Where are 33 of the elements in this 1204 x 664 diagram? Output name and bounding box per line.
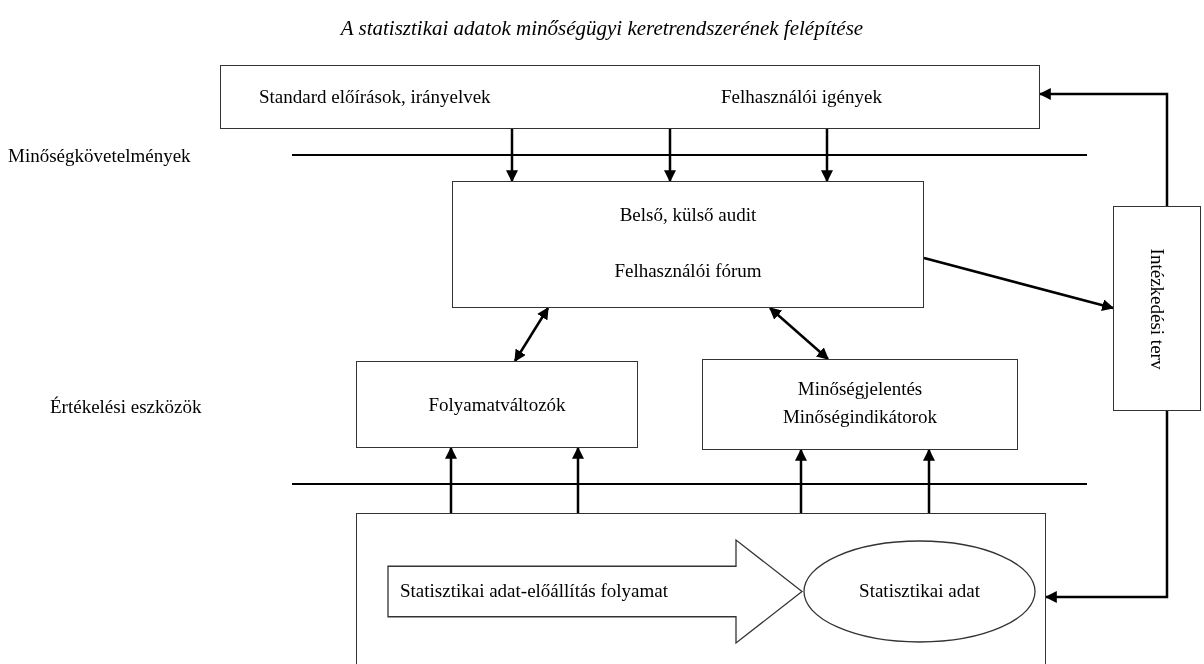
row-label: Minőségkövetelmények	[8, 145, 191, 167]
arrow	[795, 448, 807, 513]
node-text: Felhasználói fórum	[613, 260, 763, 282]
node-text: Statisztikai adat-előállítás folyamat	[400, 580, 669, 602]
title: A statisztikai adatok minőségügyi keretrendszerének felépítése	[338, 16, 865, 41]
arrow	[445, 446, 457, 513]
container-box	[356, 513, 1046, 664]
arrow	[821, 129, 833, 183]
process-box	[356, 361, 638, 448]
arrow	[506, 129, 518, 183]
arrow	[513, 307, 550, 362]
node-text: Statisztikai adat	[858, 580, 981, 602]
process-box	[452, 181, 924, 308]
node-text: Folyamatváltozók	[427, 394, 567, 416]
row-label: Értékelési eszközök	[50, 396, 202, 418]
arrow	[769, 307, 829, 360]
block-arrow	[388, 540, 802, 643]
node-text: Standard előírások, irányelvek	[259, 86, 491, 108]
arrow	[664, 129, 676, 183]
ellipse-node	[803, 540, 1036, 643]
process-box	[220, 65, 1040, 129]
arrow	[572, 446, 584, 513]
process-box	[702, 359, 1018, 450]
process-box	[1113, 206, 1201, 411]
arrow	[1044, 411, 1169, 603]
node-text: Minőségindikátorok	[781, 406, 939, 428]
node-text: Intézkedési terv	[1146, 248, 1168, 369]
node-text: Minőségjelentés	[796, 378, 924, 400]
arrow	[1038, 88, 1169, 206]
node-text: Belső, külső audit	[618, 204, 758, 226]
arrow	[923, 448, 935, 513]
node-text: Felhasználói igények	[721, 86, 882, 108]
arrow	[923, 256, 1115, 312]
